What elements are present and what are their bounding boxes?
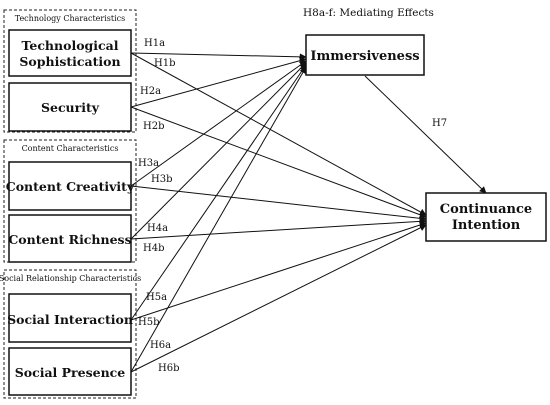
path-h2b <box>130 106 427 219</box>
hyp-label-h1b: H1b <box>154 58 175 69</box>
label-technological: Technological <box>22 38 119 53</box>
group-frame-social <box>3 269 137 399</box>
label-intention: Intention <box>452 218 521 233</box>
path-h3b <box>130 185 427 222</box>
hyp-label-h4a: H4a <box>147 223 168 234</box>
path-h1b <box>130 52 427 216</box>
box-content-creativity <box>8 161 132 211</box>
hyp-label-h6b: H6b <box>158 363 179 374</box>
box-content-richness <box>8 214 132 263</box>
hyp-label-h3b: H3b <box>151 174 172 185</box>
path-h2a <box>130 57 307 108</box>
path-h4b <box>130 217 427 240</box>
box-security <box>8 82 132 132</box>
hyp-label-h4b: H4b <box>143 243 164 254</box>
hyp-label-h3a: H3a <box>138 158 159 169</box>
box-immersiveness <box>305 34 425 76</box>
path-h1a <box>130 52 307 61</box>
label-security: Security <box>41 100 100 115</box>
path-h4a <box>130 62 307 240</box>
path-h7 <box>364 75 487 194</box>
connector-lines <box>130 52 487 373</box>
label-content-creativity: Content Creativity <box>6 179 135 194</box>
label-social-presence: Social Presence <box>15 365 126 380</box>
hyp-label-h5a: H5a <box>146 292 167 303</box>
group-label-content: Content Characteristics <box>22 144 119 153</box>
path-h5b <box>130 221 427 321</box>
label-sophistication: Sophistication <box>19 54 120 69</box>
box-social-interaction <box>8 293 132 343</box>
label-continuance: Continuance <box>440 202 532 217</box>
path-h3a <box>130 60 307 187</box>
group-frame-technology <box>3 9 137 133</box>
group-label-technology: Technology Characteristics <box>15 14 126 23</box>
hyp-label-h1a: H1a <box>144 38 165 49</box>
hyp-label-h5b: H5b <box>138 317 159 328</box>
label-immersiveness: Immersiveness <box>310 49 419 64</box>
diagram-title: H8a-f: Mediating Effects <box>303 7 434 19</box>
group-label-social: Social Relationship Characteristics <box>0 274 141 283</box>
label-content-richness: Content Richness <box>8 232 131 247</box>
box-continuance-intention <box>425 192 547 242</box>
hyp-label-h2b: H2b <box>143 121 164 132</box>
hyp-label-h7: H7 <box>432 118 447 129</box>
label-social-interaction: Social Interaction <box>7 312 133 327</box>
hyp-label-h2a: H2a <box>140 86 161 97</box>
box-social-presence <box>8 347 132 396</box>
hyp-label-h6a: H6a <box>150 340 171 351</box>
path-h5a <box>130 64 307 321</box>
path-h6b <box>130 224 427 373</box>
box-technological-sophistication <box>8 29 132 77</box>
path-h6a <box>130 66 307 373</box>
